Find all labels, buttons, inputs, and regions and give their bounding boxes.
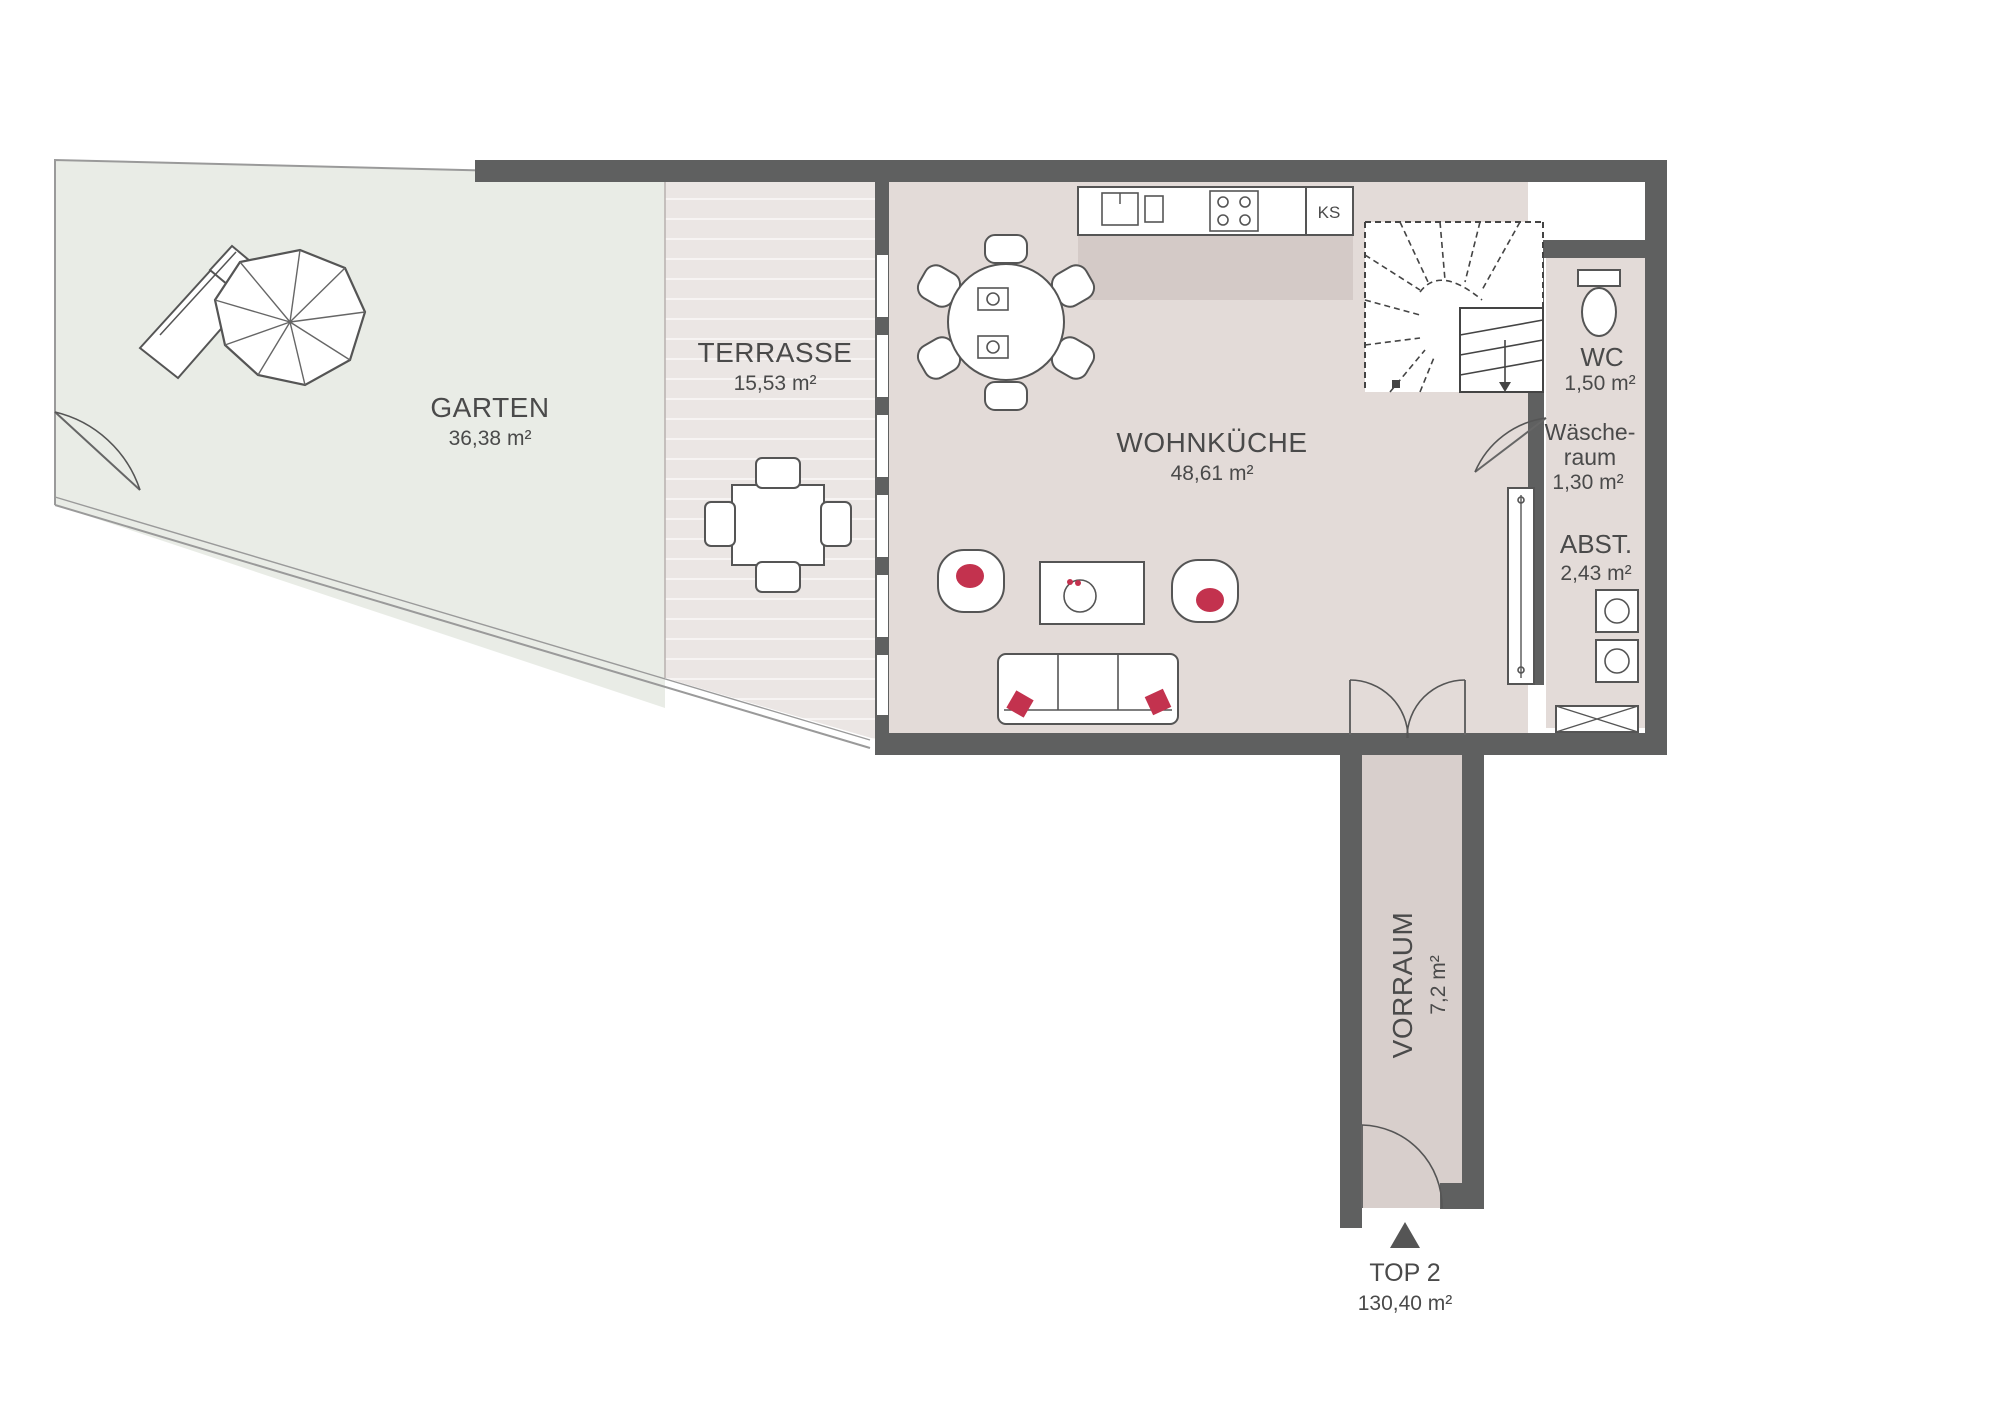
garden-name: GARTEN <box>430 392 549 423</box>
living-double-door <box>1349 679 1466 739</box>
laundry-area-value: 1,30 m² <box>1552 471 1623 494</box>
terrace-area-value: 15,53 m² <box>734 372 817 395</box>
cooktop-icon <box>1209 190 1259 232</box>
sofa-icon <box>997 653 1179 725</box>
terrace-windows <box>877 255 888 715</box>
armchair-right-icon <box>1171 559 1239 623</box>
staircase-icon <box>1364 221 1544 393</box>
service-door <box>1474 417 1547 473</box>
garden-area-value: 36,38 m² <box>449 427 532 450</box>
terrace-name: TERRASSE <box>698 337 853 368</box>
living-kitchen-name: WOHNKÜCHE <box>1116 427 1307 458</box>
laundry-name-line2: raum <box>1564 444 1616 470</box>
laundry-name-line1: Wäsche- <box>1545 419 1636 445</box>
corridor-area-value: 7,2 m² <box>1427 955 1450 1015</box>
fridge-label: KS <box>1318 203 1341 222</box>
storage-area-value: 2,43 m² <box>1560 562 1631 585</box>
fridge-icon <box>1305 186 1354 236</box>
wc-area-value: 1,50 m² <box>1564 372 1635 395</box>
storage-name: ABST. <box>1560 529 1632 559</box>
wc-name: WC <box>1580 342 1623 372</box>
terrace-table-icon <box>704 457 852 593</box>
garden-area <box>55 160 665 708</box>
wardrobe-icon <box>1507 487 1535 685</box>
entrance-arrow-icon <box>1390 1222 1420 1248</box>
corridor-name: VORRAUM <box>1387 912 1418 1059</box>
garden-fence <box>54 158 666 505</box>
washing-machine-icon <box>1595 589 1639 683</box>
unit-name: TOP 2 <box>1369 1259 1440 1287</box>
sink-icon <box>1101 192 1164 226</box>
coffee-table-icon <box>1039 561 1145 625</box>
unit-area-value: 130,40 m² <box>1358 1292 1453 1315</box>
living-kitchen-area-value: 48,61 m² <box>1171 462 1254 485</box>
armchair-left-icon <box>937 549 1005 613</box>
entrance-door <box>1361 1124 1443 1209</box>
garden-gate <box>54 411 141 491</box>
parasol-icon <box>213 248 367 387</box>
kitchen-row: KS <box>1077 186 1354 236</box>
kitchen-counter-zone <box>1078 235 1353 300</box>
corridor-floor <box>1360 748 1462 1208</box>
dining-table-icon <box>916 234 1096 411</box>
toilet-icon <box>1577 269 1621 337</box>
